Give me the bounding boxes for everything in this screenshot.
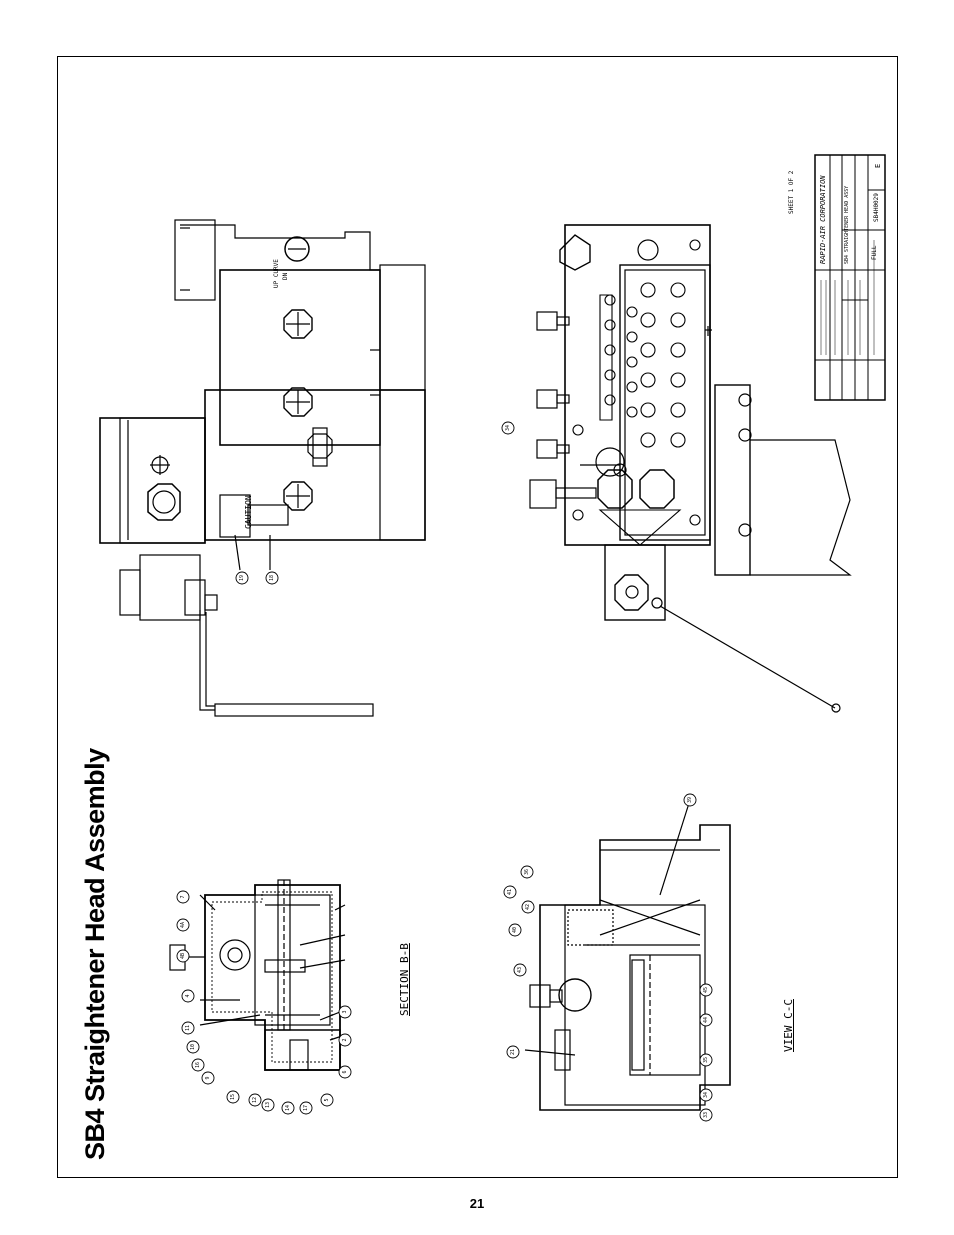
balloon-section-b: 7 bbox=[176, 890, 190, 904]
balloon-section-b: 3 bbox=[338, 1005, 352, 1019]
balloon-section-b: 16 bbox=[191, 1058, 205, 1072]
svg-text:13: 13 bbox=[265, 1102, 271, 1108]
title-block-company: RAPID-AIR CORPORATION bbox=[819, 175, 827, 264]
svg-text:11: 11 bbox=[185, 1025, 191, 1031]
svg-text:5: 5 bbox=[324, 1098, 330, 1101]
balloon-section-b: 12 bbox=[248, 1093, 262, 1107]
balloon-view-c: 39 bbox=[683, 793, 697, 807]
caution-label: CAUTION bbox=[244, 495, 253, 529]
balloon-section-b: 4B bbox=[176, 949, 190, 963]
balloon-view-c: 44 bbox=[699, 1013, 713, 1027]
balloon-section-b: 17 bbox=[299, 1101, 313, 1115]
svg-text:16: 16 bbox=[195, 1062, 201, 1068]
balloon-view-c: 43 bbox=[513, 963, 527, 977]
balloon-view-c: 21 bbox=[506, 1045, 520, 1059]
balloon-view-c: 40 bbox=[508, 923, 522, 937]
svg-text:34: 34 bbox=[703, 1092, 709, 1098]
page-frame bbox=[57, 56, 898, 1178]
svg-text:2: 2 bbox=[342, 1038, 348, 1041]
title-block-drawing-number: SB4H0029 bbox=[873, 193, 880, 222]
svg-text:41: 41 bbox=[507, 889, 513, 895]
svg-text:45: 45 bbox=[703, 987, 709, 993]
svg-text:4A: 4A bbox=[180, 922, 186, 928]
page-number: 21 bbox=[469, 1196, 485, 1211]
svg-text:35: 35 bbox=[703, 1057, 709, 1063]
svg-text:17: 17 bbox=[303, 1105, 309, 1111]
svg-text:21: 21 bbox=[510, 1049, 516, 1055]
svg-text:40: 40 bbox=[512, 927, 518, 933]
balloon-section-b: 10 bbox=[186, 1040, 200, 1054]
title-block-sheet: SHEET 1 OF 2 bbox=[788, 170, 795, 214]
balloon-view-c: 42 bbox=[521, 900, 535, 914]
svg-text:33: 33 bbox=[703, 1112, 709, 1118]
svg-text:43: 43 bbox=[517, 967, 523, 973]
balloon-view-c: 35 bbox=[699, 1053, 713, 1067]
svg-text:36: 36 bbox=[524, 869, 530, 875]
balloon-view-c: 45 bbox=[699, 983, 713, 997]
up-curve-label: UP CURVE bbox=[273, 259, 280, 288]
svg-text:14: 14 bbox=[285, 1105, 291, 1111]
svg-text:4B: 4B bbox=[180, 953, 186, 959]
balloon-callout: 19 bbox=[235, 571, 249, 585]
svg-text:18: 18 bbox=[269, 575, 275, 581]
balloon-section-b: 2 bbox=[338, 1033, 352, 1047]
svg-text:10: 10 bbox=[190, 1044, 196, 1050]
top-right-view bbox=[529, 224, 852, 713]
title-block-rev: E bbox=[874, 163, 882, 168]
section-b-label: SECTION B-B bbox=[398, 943, 411, 1016]
svg-text:9: 9 bbox=[205, 1076, 211, 1079]
svg-text:7: 7 bbox=[180, 895, 186, 898]
balloon-view-c: 36 bbox=[520, 865, 534, 879]
svg-text:4: 4 bbox=[185, 994, 191, 997]
svg-text:6: 6 bbox=[342, 1070, 348, 1073]
title-block-drawing-title: SB4 STRAIGHTENER HEAD ASSY bbox=[844, 185, 850, 264]
balloon-section-b: 6 bbox=[338, 1065, 352, 1079]
svg-text:12: 12 bbox=[252, 1097, 258, 1103]
svg-text:42: 42 bbox=[525, 904, 531, 910]
svg-text:19: 19 bbox=[239, 575, 245, 581]
balloon-callout: 34 bbox=[501, 421, 515, 435]
svg-text:3: 3 bbox=[342, 1010, 348, 1013]
section-b-view bbox=[169, 879, 346, 1071]
balloon-section-b: 5 bbox=[320, 1093, 334, 1107]
view-c-view bbox=[524, 799, 731, 1111]
balloon-section-b: 11 bbox=[181, 1021, 195, 1035]
dn-label: DN bbox=[282, 272, 289, 280]
svg-text:44: 44 bbox=[703, 1017, 709, 1023]
balloon-section-b: 15 bbox=[226, 1090, 240, 1104]
title-block-scale: FULL bbox=[871, 245, 878, 260]
balloon-section-b: 14 bbox=[281, 1101, 295, 1115]
balloon-view-c: 41 bbox=[503, 885, 517, 899]
balloon-callout: 18 bbox=[265, 571, 279, 585]
balloon-section-b: 9 bbox=[201, 1071, 215, 1085]
view-c-label: VIEW C-C bbox=[782, 999, 795, 1052]
svg-text:15: 15 bbox=[230, 1094, 236, 1100]
top-left-view bbox=[99, 219, 426, 717]
balloon-view-c: 33 bbox=[699, 1108, 713, 1122]
balloon-section-b: 4A bbox=[176, 918, 190, 932]
svg-text:34: 34 bbox=[505, 425, 511, 431]
balloon-section-b: 13 bbox=[261, 1098, 275, 1112]
balloon-section-b: 4 bbox=[181, 989, 195, 1003]
svg-text:39: 39 bbox=[687, 797, 693, 803]
title-block bbox=[814, 154, 886, 401]
balloon-view-c: 34 bbox=[699, 1088, 713, 1102]
